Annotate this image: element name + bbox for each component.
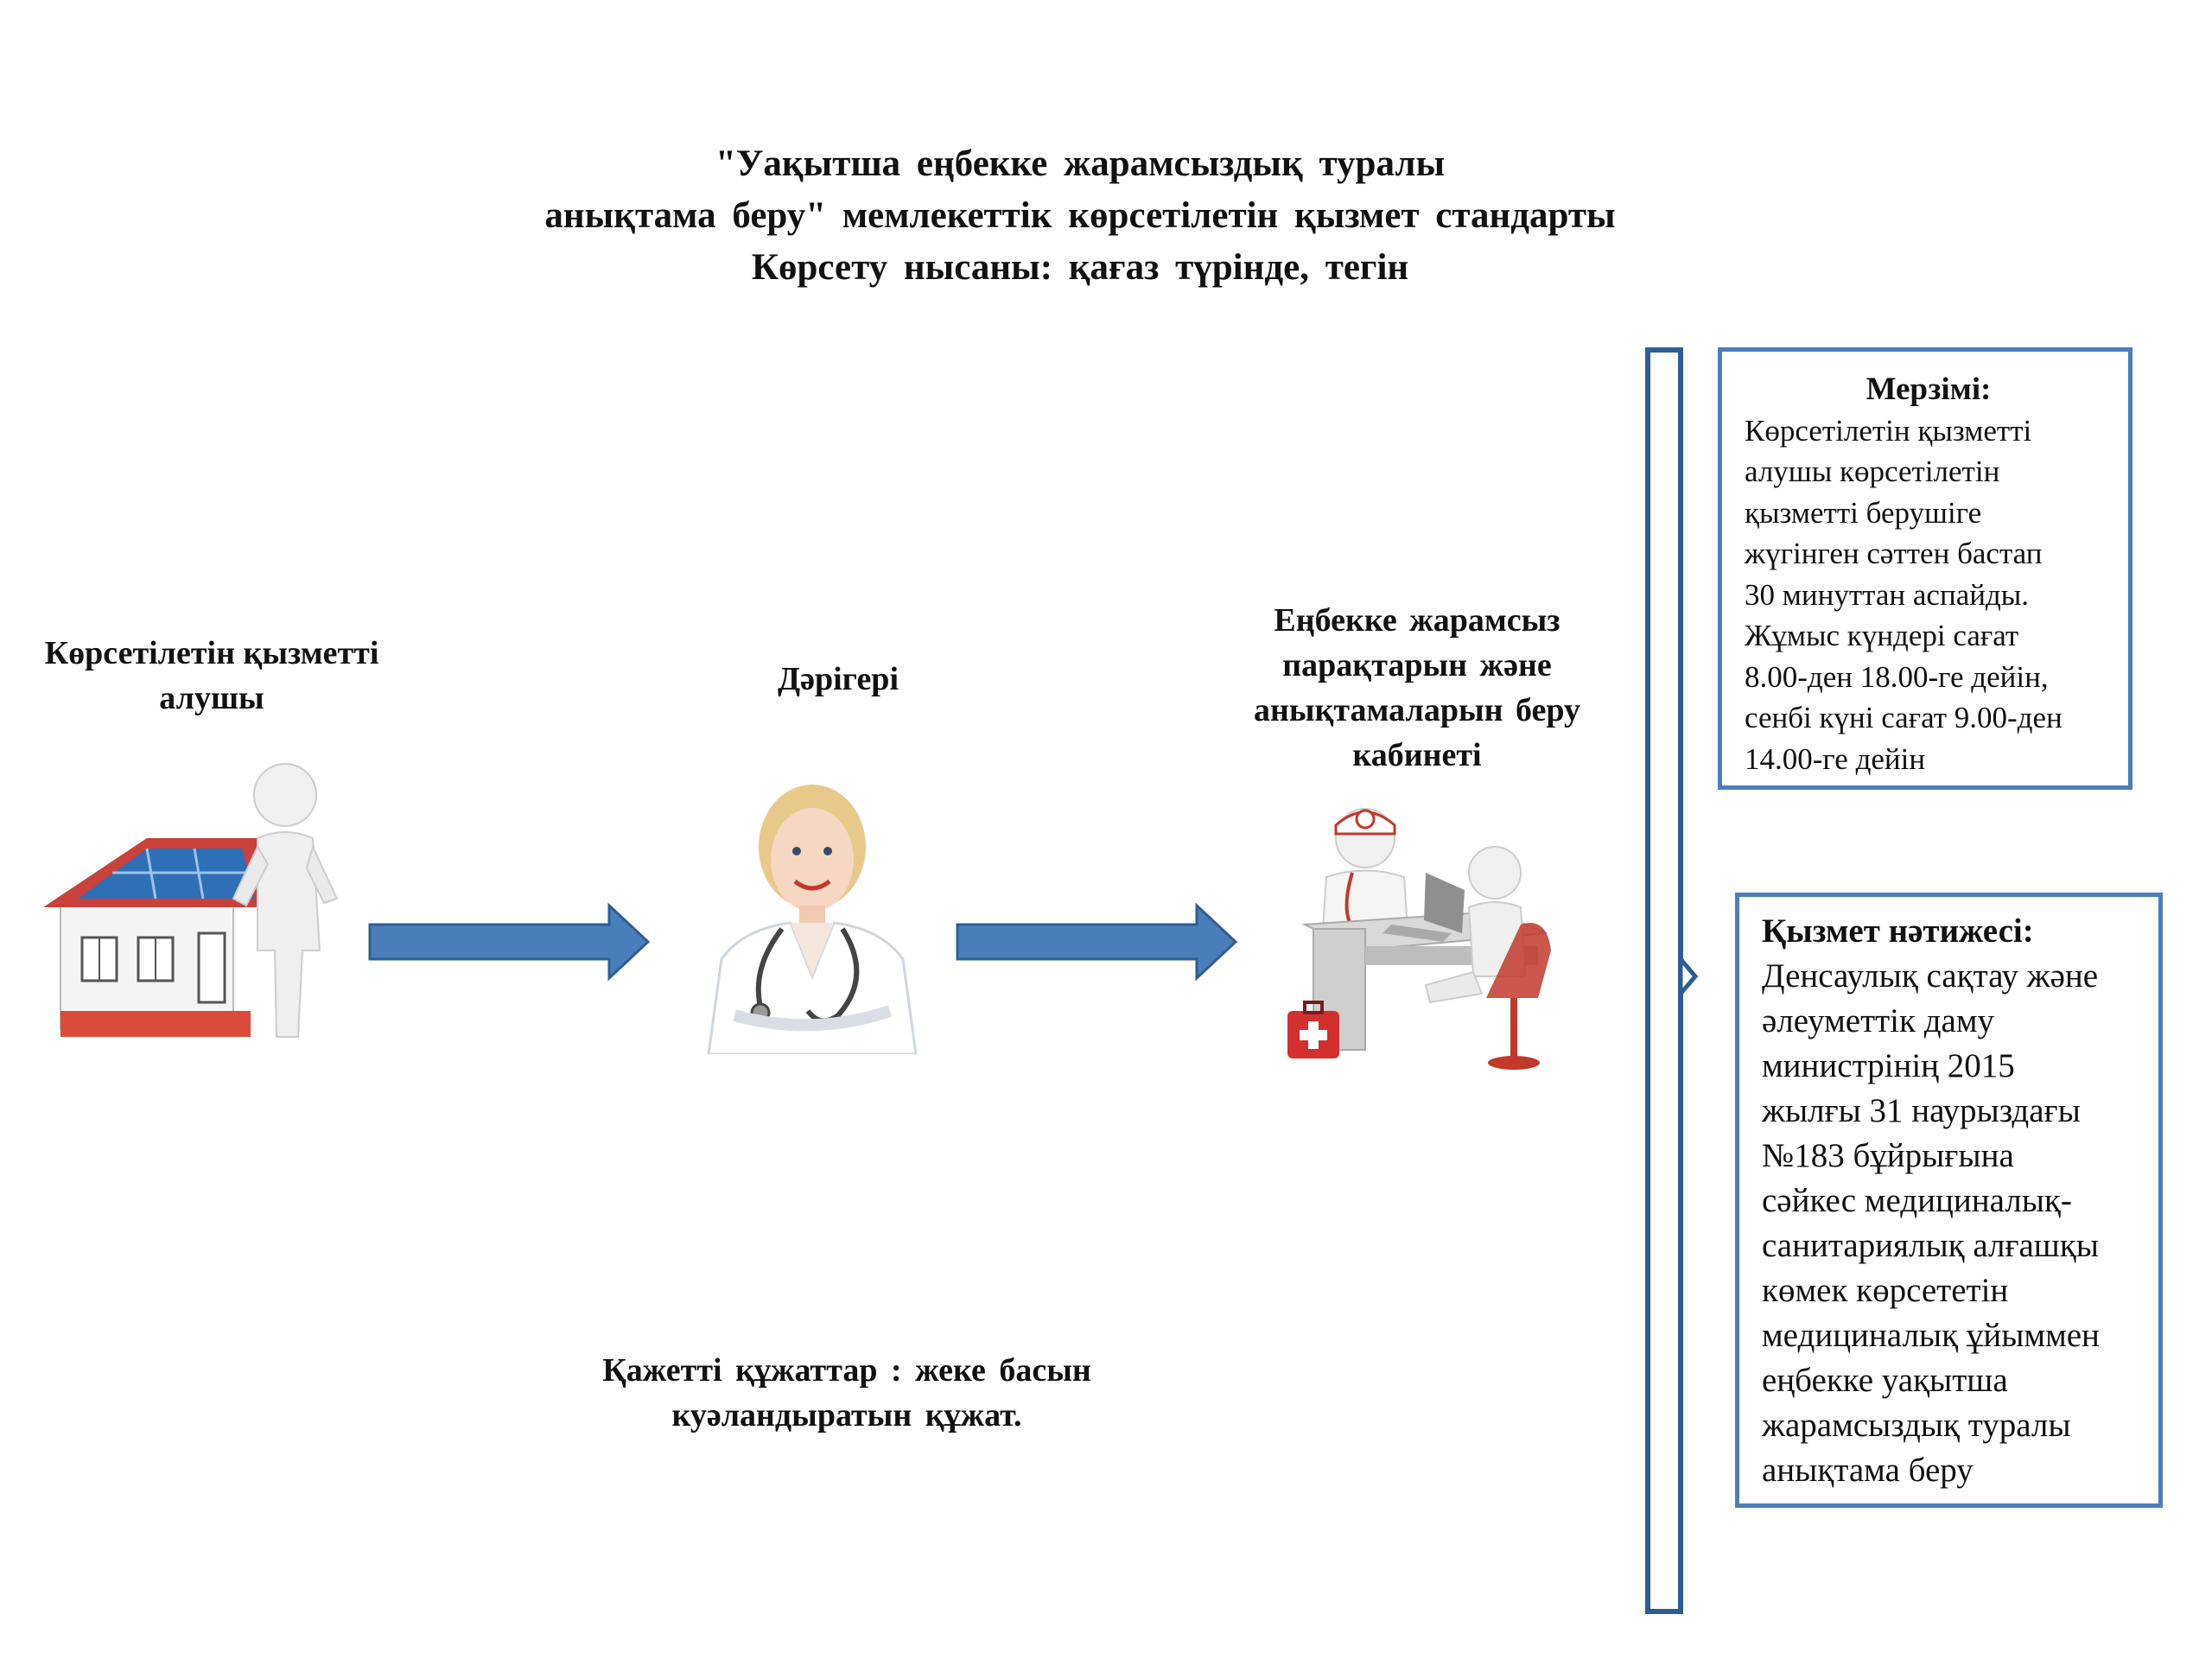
result-line: еңбекке уақытша: [1762, 1362, 2008, 1399]
result-line: №183 бұйрығына: [1762, 1137, 2014, 1174]
doctor-label-line-1: Дәрігері: [777, 661, 899, 697]
term-line: 30 минуттан аспайды.: [1745, 577, 2030, 612]
result-line: санитариялық алғашқы: [1762, 1227, 2099, 1264]
result-line: көмек көрсететін: [1762, 1272, 2009, 1309]
term-box: Мерзімі: Көрсетілетін қызметті алушы көр…: [1718, 347, 2133, 790]
required-documents-line-1: Қажетті құжаттар : жеке басын: [602, 1352, 1091, 1389]
recipient-label-line-1: Көрсетілетін қызметті: [44, 635, 379, 671]
result-line: анықтама беру: [1762, 1452, 1974, 1489]
recipient-label-line-2: алушы: [159, 680, 264, 716]
required-documents-line-2: куәландыратын құжат.: [671, 1397, 1022, 1433]
flow-arrow-2: [956, 902, 1238, 982]
term-line: алушы көрсетілетін: [1745, 454, 2000, 488]
term-heading: Мерзімі:: [1866, 372, 1992, 407]
medical-office-icon: [1287, 808, 1551, 1070]
term-line: 8.00-ден 18.00-ге дейін,: [1745, 659, 2049, 694]
doctor-icon: [707, 785, 918, 1054]
result-line: жылғы 31 наурыздағы: [1762, 1092, 2081, 1129]
result-line: әлеуметтік даму: [1762, 1002, 1995, 1039]
term-line: Көрсетілетін қызметті: [1745, 413, 2032, 448]
result-box: Қызмет нәтижесі: Денсаулық сақтау және ә…: [1735, 893, 2163, 1508]
result-line: Денсаулық сақтау және: [1762, 957, 2099, 995]
flow-arrow-1: [368, 902, 651, 982]
term-line: Жұмыс күндері сағат: [1745, 619, 2019, 652]
result-line: сәйкес медициналық-: [1762, 1182, 2072, 1219]
term-line: сенбі күні сағат 9.00-ден: [1745, 701, 2063, 734]
office-label-line-3: анықтамаларын беру: [1253, 692, 1581, 728]
doctor-label: Дәрігері: [665, 657, 1011, 702]
office-label-line-2: парақтарын және: [1282, 647, 1552, 683]
term-line: 14.00-ге дейін: [1745, 741, 1926, 776]
person-with-house-icon: [43, 763, 339, 1038]
title-line-3: Көрсету нысаны: қағаз түрінде, тегін: [751, 247, 1409, 288]
required-documents: Қажетті құжаттар : жеке басын куәландыра…: [501, 1348, 1192, 1438]
office-label: Еңбекке жарамсыз парақтарын және анықтам…: [1201, 598, 1633, 778]
office-label-line-1: Еңбекке жарамсыз: [1274, 602, 1560, 639]
result-line: медициналық ұйыммен: [1762, 1317, 2100, 1354]
term-line: қызметті берушіге: [1745, 495, 1982, 530]
title-line-1: "Уақытша еңбекке жарамсыздық туралы: [715, 143, 1446, 184]
office-label-line-4: кабинеті: [1352, 737, 1482, 773]
result-line: жарамсыздық туралы: [1762, 1407, 2071, 1444]
page-title: "Уақытша еңбекке жарамсыздық туралы анық…: [346, 138, 1815, 294]
title-line-2: анықтама беру" мемлекеттік көрсетілетін …: [544, 195, 1616, 236]
bracket-bar: [1645, 347, 1699, 1614]
result-heading: Қызмет нәтижесі:: [1762, 912, 2034, 950]
recipient-label: Көрсетілетін қызметті алушы: [0, 631, 423, 721]
term-line: жүгінген сәттен бастап: [1745, 537, 2043, 570]
result-line: министрінің 2015: [1762, 1047, 2015, 1084]
